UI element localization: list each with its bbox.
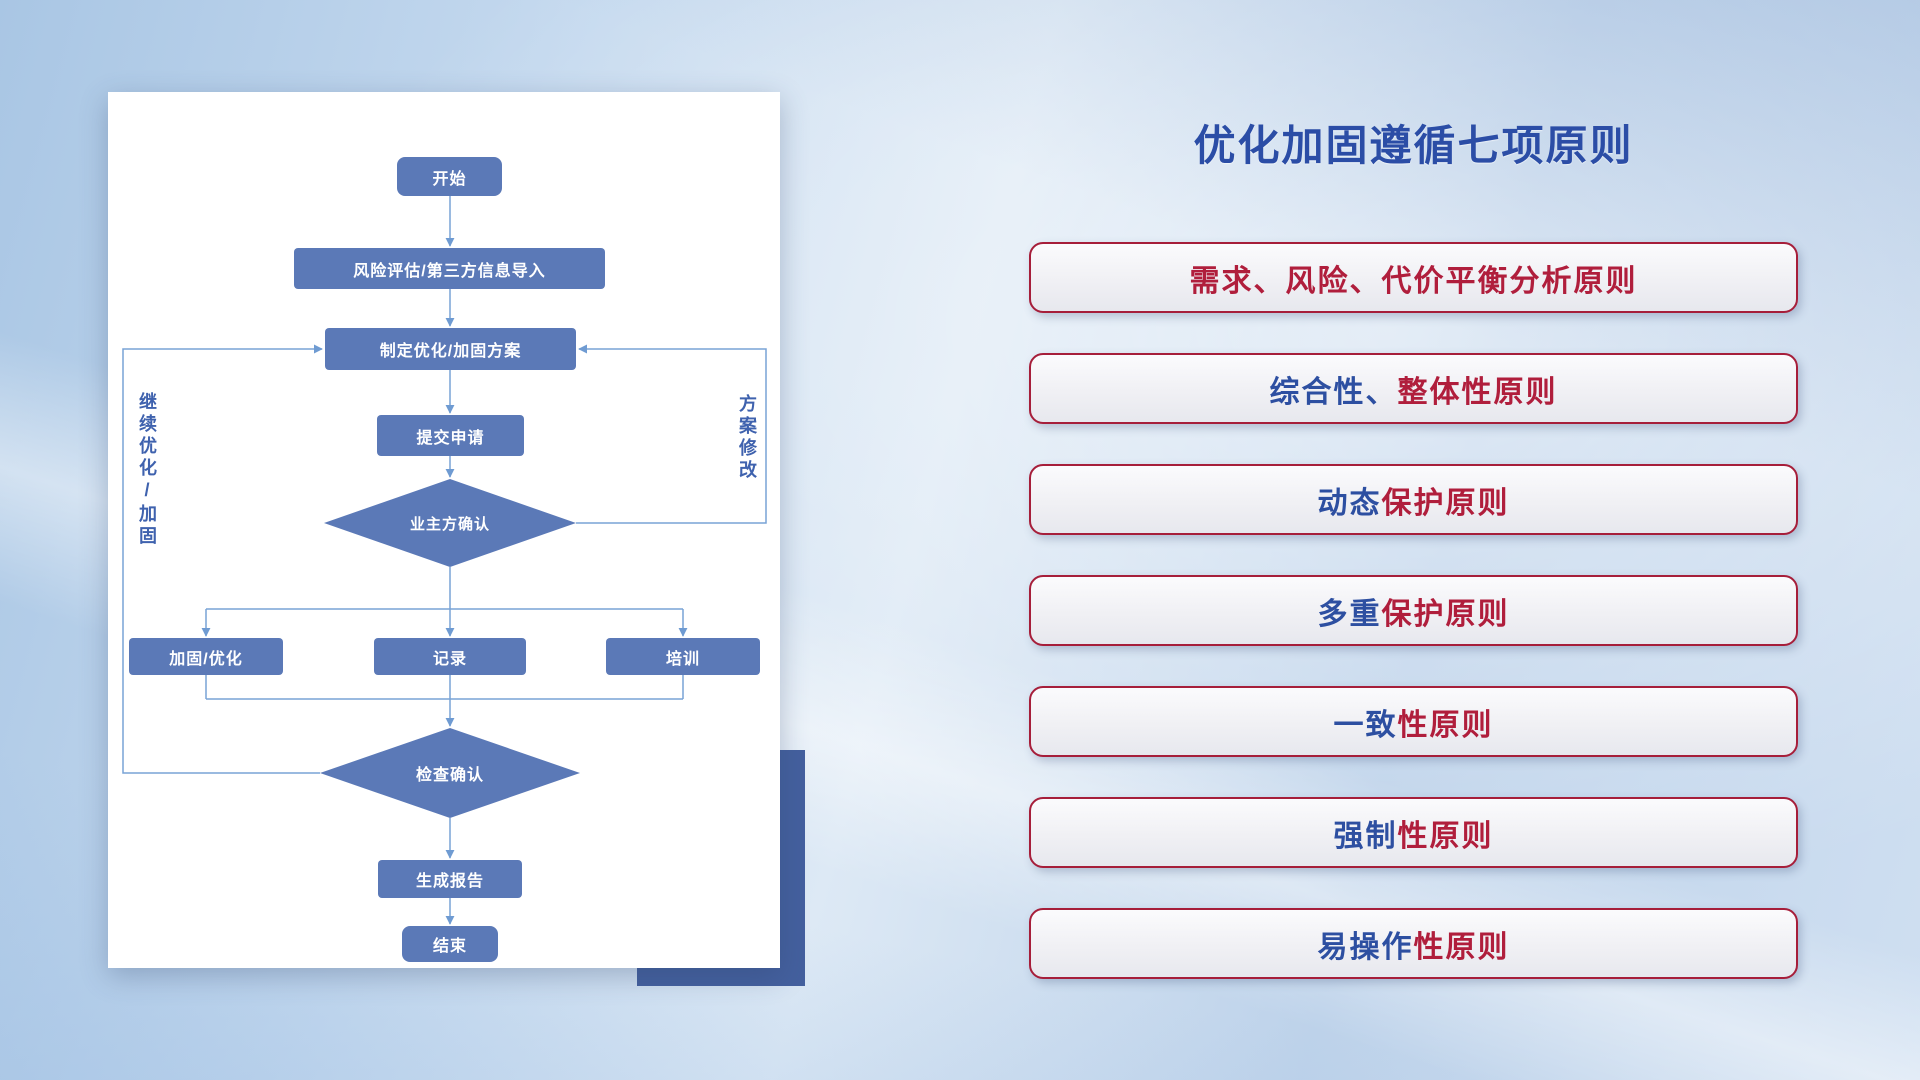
connector-plain-lines [205,567,684,700]
flow-node-record: 记录 [374,638,526,675]
principle-box: 动态保护原则 [1029,464,1798,535]
flow-node-risk-import: 风险评估/第三方信息导入 [294,248,605,289]
page-title: 优化加固遵循七项原则 [1193,122,1634,169]
flow-node-training: 培训 [606,638,760,675]
connector-right-loop [576,344,767,524]
principle-text-part: 整体性原则 [1397,375,1558,409]
principle-box: 需求、风险、代价平衡分析原则 [1029,242,1798,313]
principle-box: 强制性原则 [1029,797,1798,868]
principle-text-part: 易操作 [1317,930,1414,964]
principle-text-part: 多重 [1317,597,1382,631]
flow-node-plan: 制定优化/加固方案 [325,328,576,370]
principle-box: 一致性原则 [1029,686,1798,757]
flowchart-card: 开始 风险评估/第三方信息导入 制定优化/加固方案 提交申请 业主方确认 加固/… [108,92,780,968]
connector-left-loop [122,344,323,774]
flow-label-left-loop: 继续优化/加固 [137,392,157,548]
principle-text-part: 一致 [1333,708,1398,742]
flow-node-reinforce: 加固/优化 [129,638,283,675]
principle-text-part: 需求、风险、代价平衡分析原则 [1189,264,1638,298]
principle-text-part: 性原则 [1397,708,1494,742]
flowchart-connectors [122,196,767,925]
flow-node-submit: 提交申请 [377,415,524,456]
principle-text-part: 保护原则 [1381,597,1510,631]
principles-list: 需求、风险、代价平衡分析原则 综合性、整体性原则 动态保护原则 多重保护原则 一… [1029,242,1798,979]
principle-text-part: 性原则 [1413,930,1510,964]
principles-panel: 优化加固遵循七项原则 需求、风险、代价平衡分析原则 综合性、整体性原则 动态保护… [1029,0,1798,1080]
flow-node-report: 生成报告 [378,860,522,898]
principle-text-part: 性原则 [1397,819,1494,853]
principle-text-part: 综合性、 [1269,375,1398,409]
flow-node-start: 开始 [397,157,502,196]
principle-text-part: 保护原则 [1381,486,1510,520]
principle-box: 综合性、整体性原则 [1029,353,1798,424]
flow-node-end: 结束 [402,926,498,962]
principle-text-part: 动态 [1317,486,1382,520]
principle-box: 易操作性原则 [1029,908,1798,979]
principle-text-part: 强制 [1333,819,1398,853]
principle-box: 多重保护原则 [1029,575,1798,646]
flow-label-right-loop: 方案修改 [737,394,757,482]
